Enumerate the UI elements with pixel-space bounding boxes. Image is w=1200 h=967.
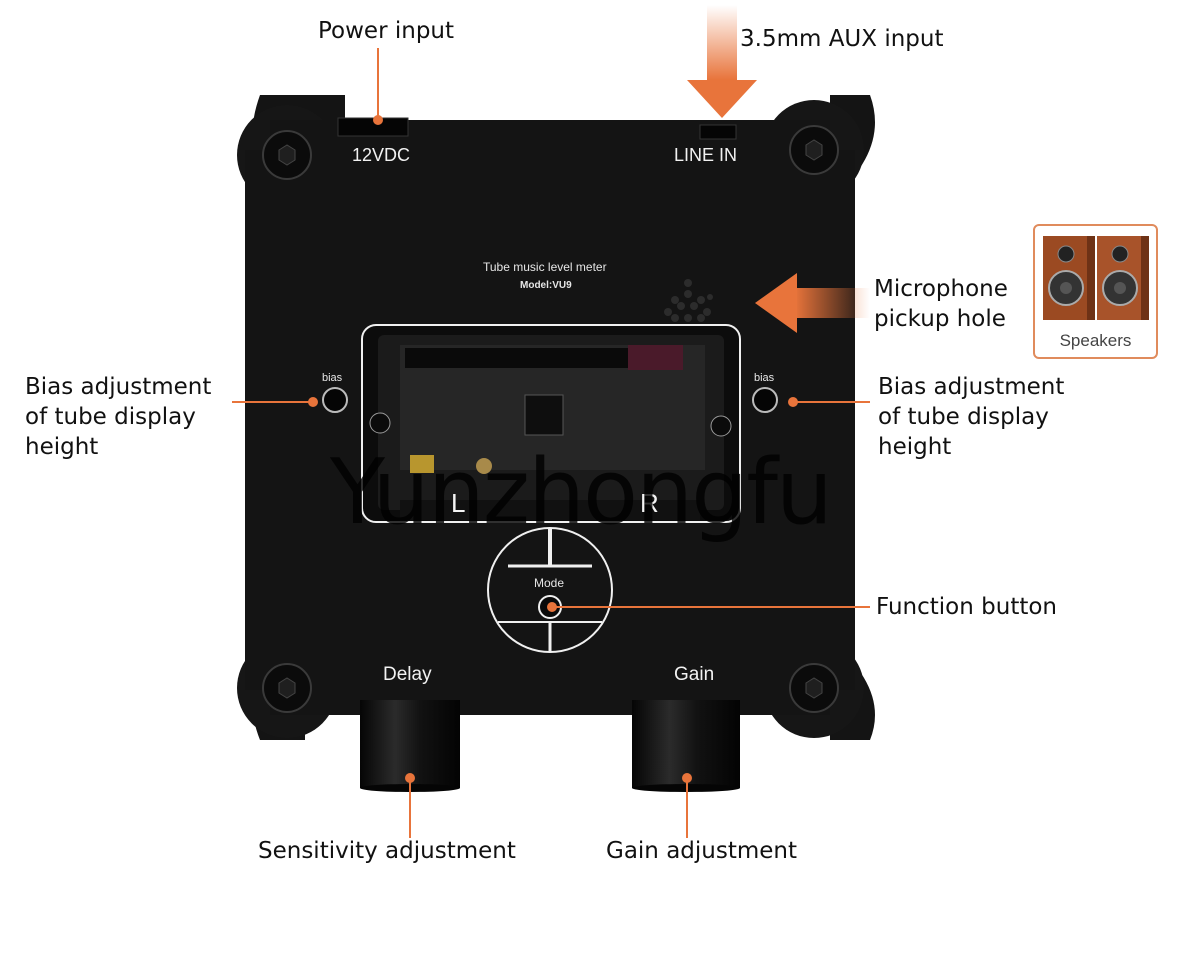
bias-right-callout: Bias adjustment of tube display height	[878, 374, 1065, 460]
mic-hole-callout: Microphone pickup hole	[874, 276, 1008, 332]
screw-tl-icon	[262, 130, 312, 180]
mode-label: Mode	[534, 576, 565, 590]
pcb-strip	[405, 348, 655, 368]
bias-left-callout: Bias adjustment of tube display height	[25, 374, 212, 460]
dc-label: 12VDC	[352, 145, 411, 165]
microphone-hole-icon	[664, 279, 713, 322]
mount-screw-r-icon	[710, 415, 732, 437]
bias-right-label: bias	[754, 372, 775, 384]
screw-br-icon	[789, 663, 839, 713]
gain-adjustment-callout: Gain adjustment	[606, 838, 798, 864]
trimmer-ar1	[476, 458, 492, 474]
speakers-card: Speakers	[1033, 224, 1158, 359]
dc-jack	[337, 117, 409, 137]
model-label: Model:VU9	[520, 280, 572, 291]
right-channel-label: R	[640, 488, 659, 518]
screw-tr-icon	[789, 125, 839, 175]
bias-right-hole	[752, 387, 778, 413]
function-button-callout: Function button	[876, 594, 1058, 620]
speakers-icon	[1043, 236, 1149, 320]
bias-left-hole	[322, 387, 348, 413]
watermark-text: Yunzhongfu	[330, 440, 833, 545]
gain-label: Gain	[674, 664, 715, 685]
mic-arrow-icon	[755, 273, 870, 333]
speakers-caption: Speakers	[1059, 331, 1132, 350]
sensitivity-callout: Sensitivity adjustment	[258, 838, 516, 864]
left-channel-label: L	[451, 488, 466, 518]
bias-left-label: bias	[322, 372, 343, 384]
aux-arrow-icon	[687, 5, 757, 118]
aux-input-callout: 3.5mm AUX input	[740, 26, 944, 52]
line-in-jack	[699, 124, 737, 140]
leader-lines	[232, 48, 870, 838]
line-in-label: LINE IN	[674, 145, 738, 165]
mount-screw-l-icon	[369, 412, 391, 434]
device-title: Tube music level meter	[483, 260, 607, 274]
delay-label: Delay	[383, 664, 432, 685]
capacitor-c14	[410, 455, 434, 473]
power-input-callout: Power input	[318, 18, 455, 44]
screw-bl-icon	[262, 663, 312, 713]
